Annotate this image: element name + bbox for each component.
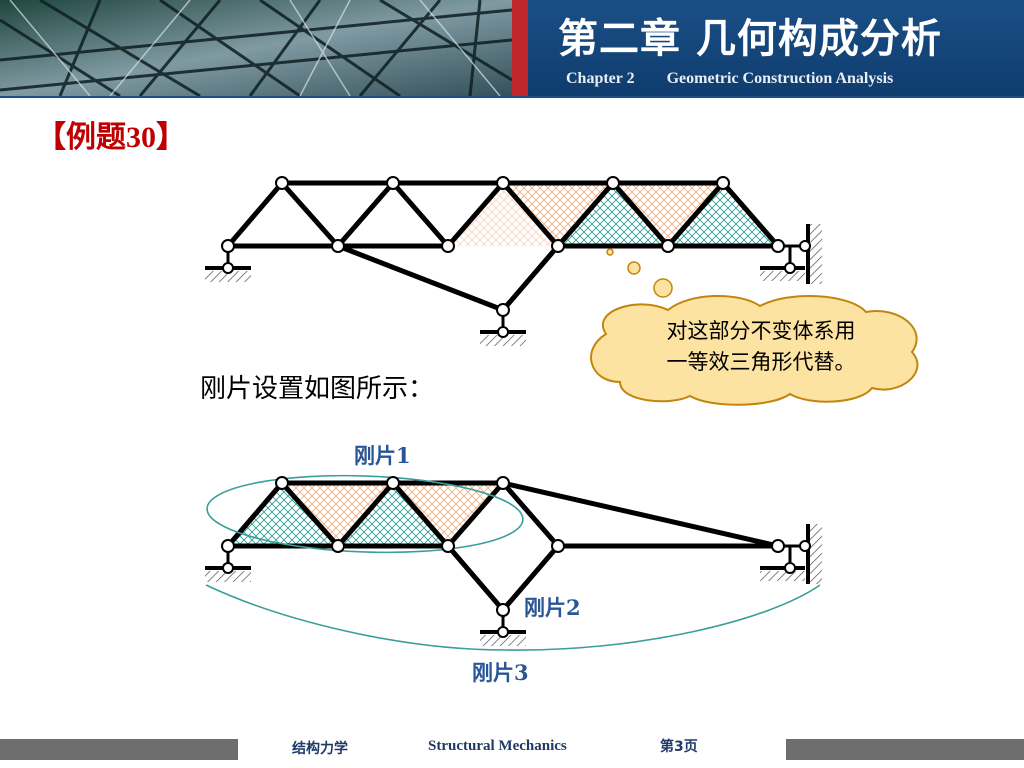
label-rigid-body-3: 刚片3 <box>472 660 529 685</box>
header-red-stripe <box>512 0 528 96</box>
fixed-support-right <box>760 524 822 584</box>
hatched-triangle-orange <box>613 183 723 246</box>
hatched-triangle-teal <box>668 183 778 246</box>
callout-line-2: 一等效三角形代替。 <box>666 350 856 374</box>
truss-joints <box>221 176 811 338</box>
callout-line-1: 对这部分不变体系用 <box>666 319 856 343</box>
header-title-panel <box>528 0 1024 96</box>
label-rigid-body-2: 刚片2 <box>524 595 581 620</box>
thought-bubble <box>590 248 919 406</box>
hatched-triangle-teal <box>338 483 448 546</box>
hatched-triangle-teal <box>228 483 338 546</box>
footer-course-cn: 结构力学 <box>292 741 348 757</box>
truss-diagram-original <box>205 176 822 346</box>
footer-bar-left <box>0 739 238 760</box>
hatched-triangle-orange <box>503 183 613 246</box>
hatched-triangle-orange <box>393 483 503 546</box>
example-label: 【例题30】 <box>36 121 186 154</box>
footer-bar-right <box>786 739 1024 760</box>
diagram-caption: 刚片设置如图所示： <box>200 374 435 404</box>
hatched-triangle-teal <box>558 183 668 246</box>
bubble-cloud-shape <box>590 294 919 406</box>
callout-text: 对这部分不变体系用 一等效三角形代替。 <box>626 316 896 378</box>
header-divider <box>0 96 1024 98</box>
rigid-body-1-outline <box>206 474 524 554</box>
chapter-title: 第二章 几何构成分析 <box>558 16 942 62</box>
chapter-subtitle: Chapter 2 Geometric Construction Analysi… <box>566 70 894 87</box>
page-number: 第3页 <box>660 739 698 755</box>
truss-diagram-rigid-bodies <box>205 474 822 651</box>
fixed-support-right <box>760 224 822 284</box>
footer-course-en: Structural Mechanics <box>428 738 567 754</box>
rigid-body-3-arc <box>205 584 821 651</box>
truss-joints <box>221 476 811 638</box>
steel-structure-photo <box>0 0 512 96</box>
header-photo <box>0 0 512 96</box>
hatched-triangle-orange <box>282 483 393 546</box>
label-rigid-body-1: 刚片1 <box>354 443 411 468</box>
hatched-triangle-orange <box>448 183 558 246</box>
